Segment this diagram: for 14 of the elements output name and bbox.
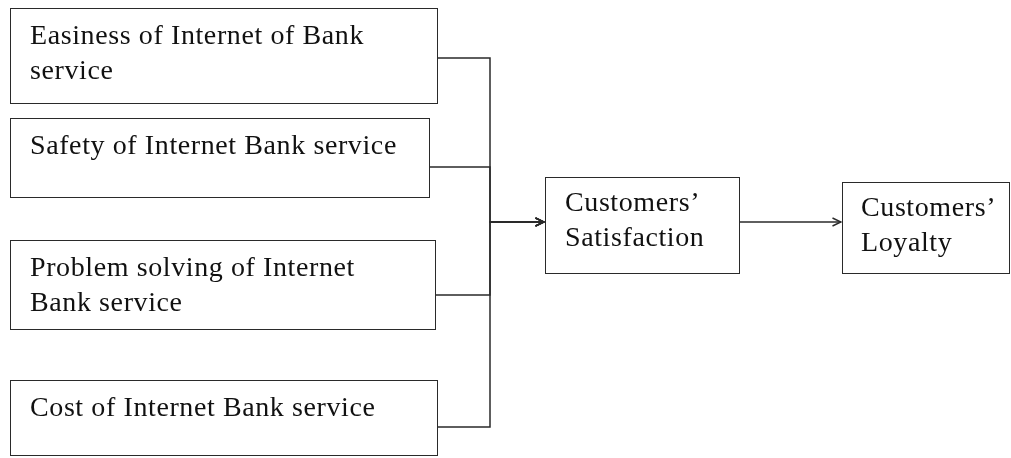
box-text: Customers’ Satisfaction (565, 185, 706, 254)
box-text: Customers’ Loyalty (861, 190, 996, 259)
box-text: Cost of Internet Bank service (30, 390, 377, 424)
connector-arrow (739, 217, 842, 227)
box-text: Problem solving of Internet Bank service (30, 250, 356, 319)
factor-box (10, 118, 430, 198)
factor-box (545, 177, 740, 274)
connector-arrow (437, 217, 545, 428)
box-text: Safety of Internet Bank service (30, 128, 398, 162)
factor-box (10, 8, 438, 104)
factor-box (10, 240, 436, 330)
box-text: Easiness of Internet of Bank service (30, 18, 366, 87)
factor-box (10, 380, 438, 456)
factor-box (842, 182, 1010, 274)
